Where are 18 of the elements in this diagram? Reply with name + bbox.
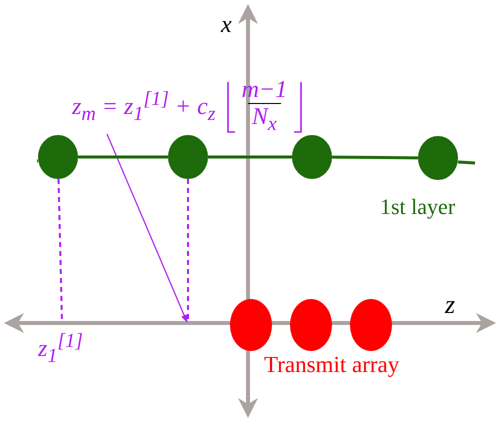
denominator: N$_{x}$: [248, 103, 281, 137]
ellipse-element: [168, 135, 208, 179]
connector-line: [332, 156, 418, 160]
ellipse-element: [292, 135, 332, 179]
layer-label: 1st layer: [380, 194, 456, 220]
array-label: Transmit array: [264, 352, 400, 378]
axis-label: z: [445, 290, 456, 320]
connector-line: [208, 156, 292, 158]
ellipse-element: [230, 299, 272, 351]
numerator: m−1: [240, 77, 288, 104]
leader-arrow: [106, 134, 188, 323]
axis-label: x: [221, 12, 232, 39]
ellipse-element: [418, 136, 458, 180]
ellipse-element: [350, 299, 392, 351]
connector-line: [78, 156, 168, 158]
ellipse-element: [38, 135, 78, 179]
ellipse-element: [290, 299, 332, 351]
formula-text: z$_{m}$ = z$_{1}$$^{[1]}$ + c$_{z}$: [72, 88, 216, 126]
